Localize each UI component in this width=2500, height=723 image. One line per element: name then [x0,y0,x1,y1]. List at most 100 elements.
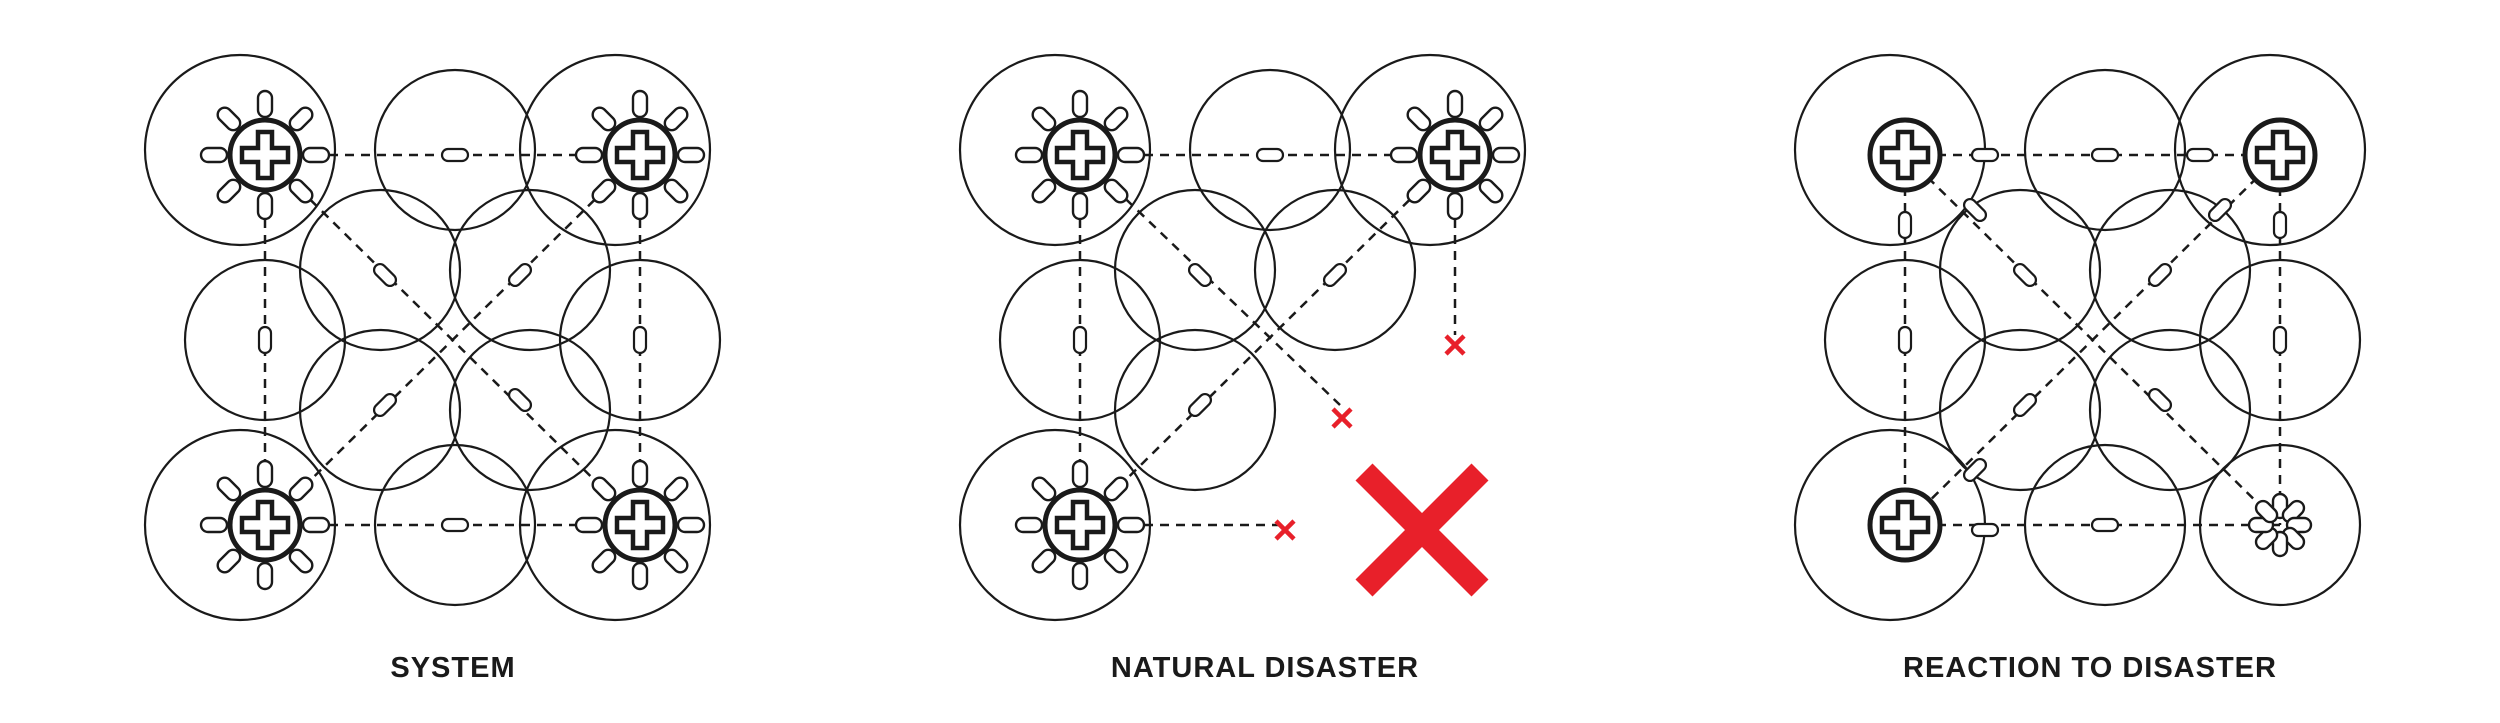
sunburst-ray [256,459,274,489]
cross-badge [602,487,678,563]
link-node-icon [2207,197,2233,223]
link-node-pill [372,262,398,288]
cross-badge [1867,487,1943,563]
link-node-icon [2147,387,2173,413]
coverage-circle-large [2173,53,2367,247]
hospital-cross-icon [1867,117,1943,193]
link-node-pill [1897,325,1913,355]
cross-badge [2242,117,2318,193]
sunburst-ray [1071,459,1089,489]
sunburst-ray [1103,106,1129,132]
coverage-circle-large [518,428,712,622]
sunburst-ray [1103,548,1129,574]
sunburst-ray [574,146,604,164]
sunburst-ray [1071,561,1089,591]
sunburst-ray [216,178,242,204]
coverage-circle [448,188,612,352]
sunburst-ray [663,548,689,574]
link-node-icon [372,262,398,288]
cross-badge [227,487,303,563]
link-node-pill [2207,197,2233,223]
link-node-pill [507,262,533,288]
link-node-pill [507,387,533,413]
link-node-pill [440,517,470,533]
damaged-node-petal [2254,526,2279,551]
link-node-pill [2185,147,2215,163]
cross-symbol [1054,499,1106,551]
caption-reaction-to-disaster: REACTION TO DISASTER [1903,652,2277,684]
link-node-icon [2012,262,2038,288]
sunburst-ray [1406,178,1432,204]
sunburst-ray [1031,106,1057,132]
link-node-pill [2012,262,2038,288]
link-node-pill [2012,392,2038,418]
cross-badge [1042,117,1118,193]
coverage-circle-large [143,53,337,247]
hospital-cross-icon [574,89,706,221]
link-node-icon [1255,147,1285,163]
link-node-pill [2090,147,2120,163]
coverage-circle [1938,328,2102,492]
coverage-circle [298,328,462,492]
link-node-pill [1897,210,1913,240]
sunburst-ray [591,476,617,502]
coverage-circle [373,443,537,607]
sunburst-ray [1031,548,1057,574]
link-node-pill [2272,325,2288,355]
failure-x-icon [1331,407,1353,429]
damaged-node-petal [2281,526,2306,551]
sunburst-ray [288,178,314,204]
link-node-icon [440,517,470,533]
link-node-pill [2147,387,2173,413]
dashed-connection [1079,154,1456,526]
large-red-x-icon [1355,463,1489,597]
link-node-pill [372,392,398,418]
hospital-cross-icon [1867,487,1943,563]
link-node-icon [2012,392,2038,418]
cross-badge [1042,487,1118,563]
link-node-icon [1187,262,1213,288]
sunburst-ray [199,516,229,534]
cross-symbol [614,129,666,181]
hospital-cross-icon [199,89,331,221]
link-node-pill [1322,262,1348,288]
sunburst-ray [1071,191,1089,221]
link-node-pill [1072,325,1088,355]
sunburst-ray [216,106,242,132]
sunburst-ray [676,516,706,534]
sunburst-ray [631,191,649,221]
link-node-pill [1962,457,1988,483]
link-node-icon [1970,147,2000,163]
sunburst-ray [1031,476,1057,502]
cross-badge [227,117,303,193]
sunburst-ray [1103,476,1129,502]
coverage-circle [2023,68,2187,232]
link-node-icon [2185,147,2215,163]
link-node-pill [1187,262,1213,288]
coverage-circle [2088,328,2252,492]
caption-system: SYSTEM [390,652,516,684]
sunburst-ray [631,459,649,489]
link-node-icon [440,147,470,163]
sunburst-ray [216,476,242,502]
failure-x-icon [1274,519,1296,541]
sunburst-ray [663,178,689,204]
sunburst-ray [1491,146,1521,164]
cross-badge [1867,117,1943,193]
link-node-icon [2272,325,2288,355]
sunburst-ray [663,106,689,132]
panel-system [143,53,722,622]
link-node-pill [1970,522,2000,538]
coverage-circle [1253,188,1417,352]
panel-reaction-to-disaster [1793,53,2367,622]
dashed-connection [264,154,641,526]
damaged-node-icon [2247,492,2313,558]
coverage-circle-large [518,53,712,247]
sunburst-ray [1071,89,1089,119]
sunburst-ray [574,516,604,534]
link-node-icon [1962,457,1988,483]
link-node-icon [1962,197,1988,223]
coverage-circle-large [958,53,1152,247]
sunburst-ray [1014,516,1044,534]
